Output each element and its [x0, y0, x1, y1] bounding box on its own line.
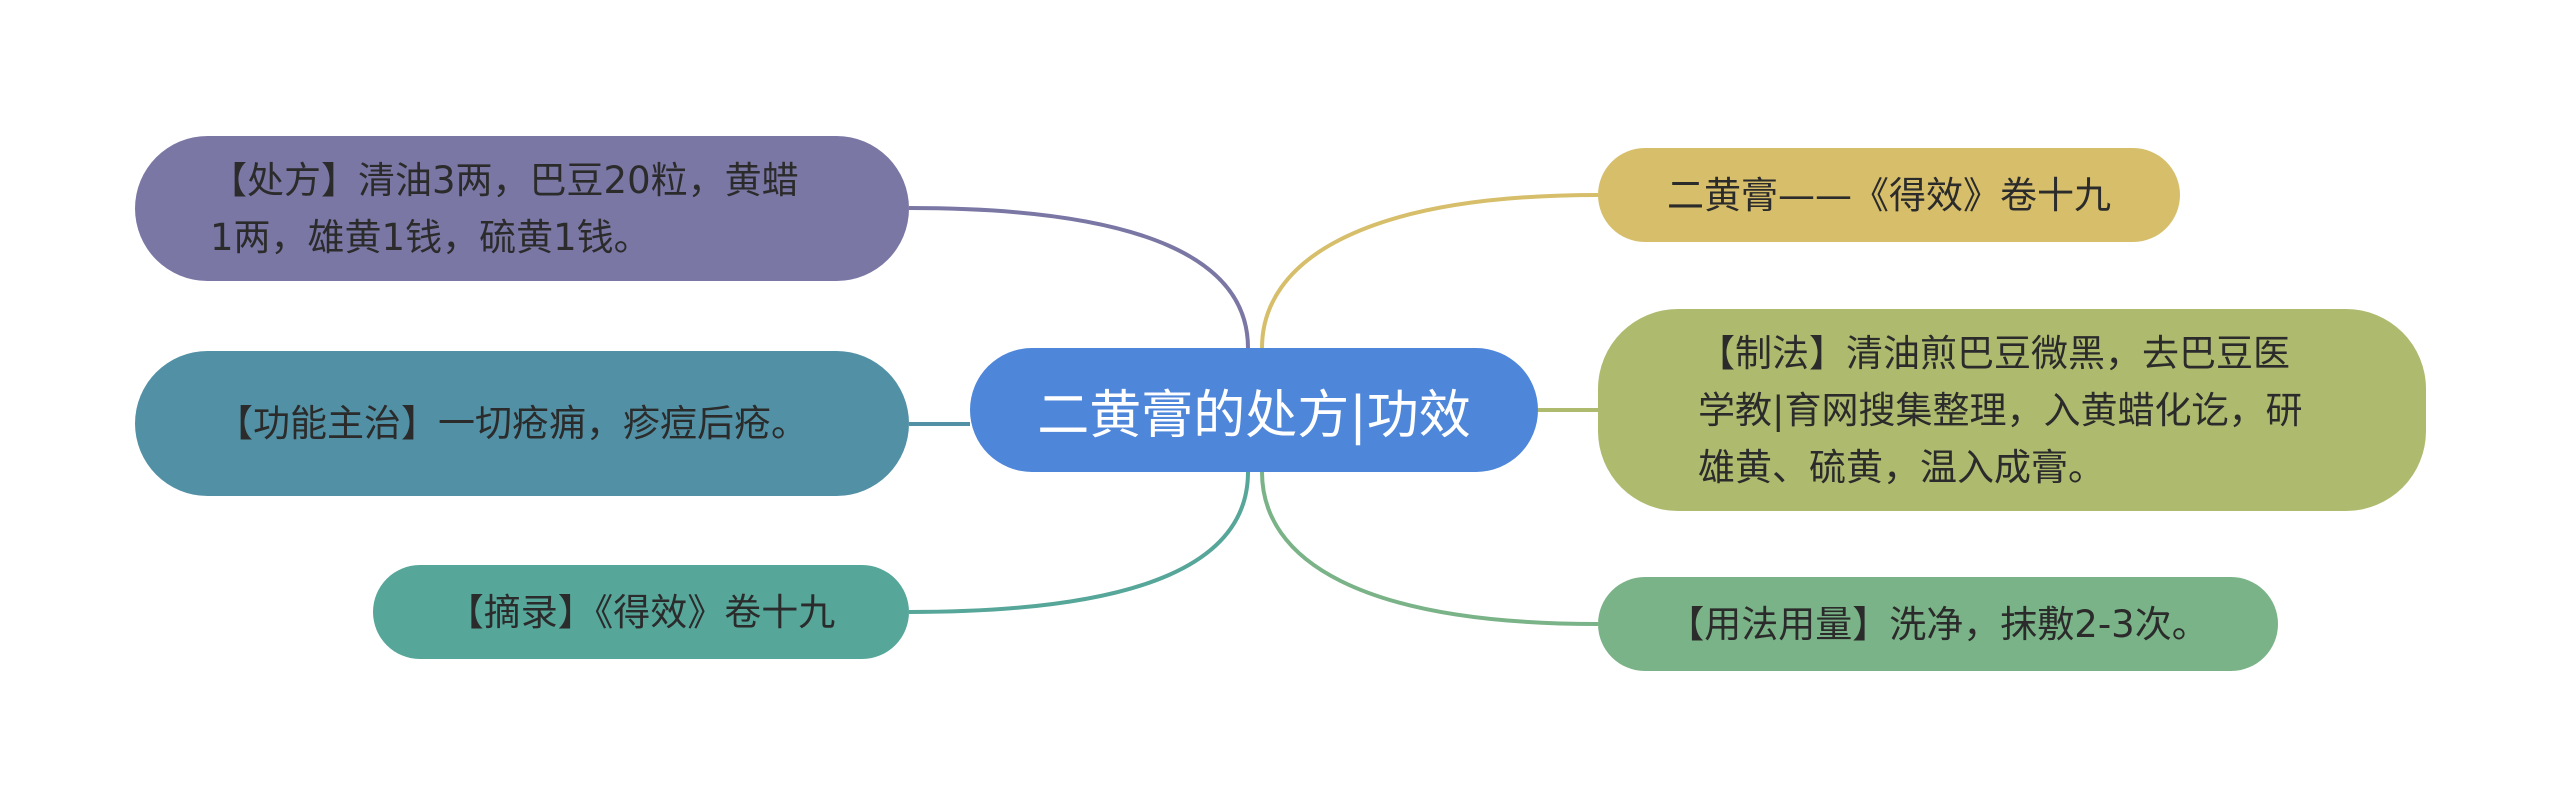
link-right-0 — [1260, 193, 1599, 349]
topic-usage-text: 【用法用量】洗净，抹敷2-3次。 — [1667, 602, 2209, 646]
central-topic[interactable]: 二黄膏的处方|功效 — [970, 348, 1538, 472]
link-right-2 — [1260, 471, 1599, 626]
topic-source[interactable]: 二黄膏——《得效》卷十九 — [1598, 148, 2180, 242]
topic-prescription[interactable]: 【处方】清油3两，巴豆20粒，黄蜡1两，雄黄1钱，硫黄1钱。 — [135, 136, 909, 281]
topic-excerpt[interactable]: 【摘录】《得效》卷十九 — [373, 565, 909, 659]
topic-indications-text: 【功能主治】一切疮痈，疹痘后疮。 — [216, 402, 808, 445]
topic-usage[interactable]: 【用法用量】洗净，抹敷2-3次。 — [1598, 577, 2278, 671]
topic-preparation[interactable]: 【制法】清油煎巴豆微黑，去巴豆医学教|育网搜集整理，入黄蜡化讫，研雄黄、硫黄，温… — [1598, 309, 2426, 511]
topic-preparation-text: 【制法】清油煎巴豆微黑，去巴豆医学教|育网搜集整理，入黄蜡化讫，研雄黄、硫黄，温… — [1698, 331, 2303, 489]
central-topic-text: 二黄膏的处方|功效 — [1037, 385, 1471, 446]
link-left-2 — [908, 471, 1250, 614]
topic-indications[interactable]: 【功能主治】一切疮痈，疹痘后疮。 — [135, 351, 909, 496]
topic-prescription-text: 【处方】清油3两，巴豆20粒，黄蜡1两，雄黄1钱，硫黄1钱。 — [210, 158, 799, 259]
topic-source-text: 二黄膏——《得效》卷十九 — [1667, 173, 2111, 217]
topic-excerpt-text: 【摘录】《得效》卷十九 — [446, 590, 836, 634]
link-left-0 — [908, 206, 1250, 349]
